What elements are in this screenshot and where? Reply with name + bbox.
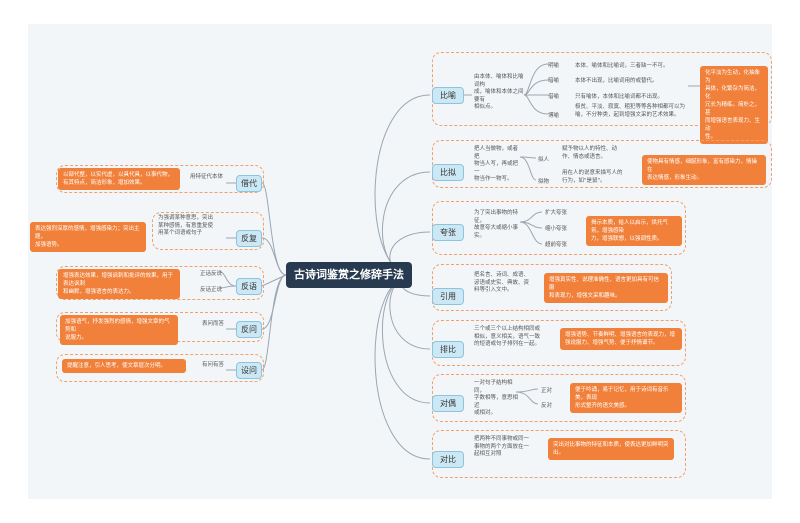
bi-yu-type-text: 本体不出现，比喻词用的或替代。	[575, 78, 658, 84]
bi-ni-type-text: 赋予物以人的特性、动 作、情态或语言。	[562, 146, 618, 160]
kua-zhang-effect: 揭示本质，给人以启示，烘托气氛，增强感染 力，增强联想，以强调性质。	[586, 216, 682, 246]
bi-ni-type-name: 拟人	[538, 157, 550, 163]
yin-yong-definition: 把名言、诗词、成语、 谚语或史实、典故、资 料等引入文中。	[474, 272, 530, 293]
mind-map-canvas	[28, 24, 772, 499]
branch-bi-ni[interactable]: 比拟	[432, 164, 464, 181]
bi-ni-effect: 使物具有情感，细腻形象，富有感染力，情操在 表达情感，形象生动。	[642, 155, 766, 185]
branch-bi-yu[interactable]: 比喻	[432, 87, 464, 104]
branch-jie-dai[interactable]: 借代	[236, 175, 262, 192]
branch-kua-zhang[interactable]: 夸张	[432, 224, 464, 241]
bi-yu-type-name: 博喻	[548, 113, 560, 119]
fan-fu-definition: 为强调某种意思，突出 某种感情，有意重复使 用某个词语或句子	[158, 215, 214, 236]
bi-yu-type-text: 只有喻体，本体和比喻词都不出现。	[575, 94, 664, 100]
jie-dai-effect: 以部代整，以实代虚，以具代具，以事代物， 有其特点，简洁形象，增加效果。	[58, 168, 180, 190]
kua-zhang-type: 超前夸张	[545, 242, 568, 248]
bi-yu-type-name: 借喻	[548, 94, 560, 100]
fan-yu-effect: 增强表达效果，增强讽刺和批评的效果，用于表达讽刺 和幽默，增强语言的表达力。	[58, 269, 180, 299]
fan-yu-type: 正话反说	[200, 271, 223, 277]
bi-yu-effect: 化平淡为生动，化抽象为 具体，化繁杂为简洁，化 冗长为精练。简朴之，甚 而增强语…	[700, 66, 768, 144]
branch-fan-yu[interactable]: 反语	[236, 278, 262, 295]
bi-yu-type-text: 本体、喻体和比喻词，三者缺一不可。	[575, 63, 669, 69]
jie-dai-definition: 用特征代本体	[190, 174, 224, 180]
fan-yu-group	[56, 266, 264, 300]
branch-fan-wen[interactable]: 反问	[236, 321, 262, 338]
dui-bi-effect: 突出对比事物的特征和本质，使表达更加鲜明突出。	[548, 438, 674, 460]
bi-yu-definition: 由本体、喻体和比喻词构 成，喻体和本体之间要有 相似点。	[474, 74, 524, 110]
branch-fan-fu[interactable]: 反复	[236, 230, 262, 247]
yin-yong-group	[432, 264, 672, 311]
bi-yu-type-name: 明喻	[548, 63, 560, 69]
kua-zhang-definition: 为了突出事物的特征， 故意夸大或缩小事 实。	[474, 210, 519, 239]
fan-yu-type: 反话正说	[200, 287, 223, 293]
pai-bi-definition: 三个或三个以上结构相同或 相似，意义相关，语气一致 的短语或句子排列在一起。	[474, 326, 541, 347]
bi-ni-definition: 把人当做物，或者把 物当人写，再或把一 物当作一物写。	[474, 146, 519, 182]
she-wen-group	[56, 354, 264, 382]
jie-dai-group	[56, 165, 264, 193]
branch-pai-bi[interactable]: 排比	[432, 341, 464, 358]
branch-dui-bi[interactable]: 对比	[432, 451, 464, 468]
bi-ni-type-text: 用在人的说意来描写人的 行为，如"是鼠"。	[562, 170, 623, 184]
branch-dui-ou[interactable]: 对偶	[432, 395, 464, 412]
dui-ou-definition: 一对句子结构相同， 字数相等，意思相近 或相对。	[474, 380, 519, 416]
fan-wen-effect: 加强语气，抒发强烈的感情，增强文章的气势和 说服力。	[60, 315, 178, 345]
fan-fu-effect: 表达强烈深厚的感情，增强感染力；突出主题， 加强语势。	[30, 222, 146, 252]
she-wen-definition: 有问有答	[202, 362, 225, 368]
dui-ou-type: 反对	[541, 403, 553, 409]
yin-yong-effect: 增强真实性、说理准确性、语言更加具有可信服 和表现力，增强文采和趣味。	[544, 273, 668, 303]
kua-zhang-type: 缩小夸张	[545, 226, 568, 232]
bi-yu-type-name: 暗喻	[548, 78, 560, 84]
dui-ou-effect: 便于吟诵，易于记忆，用于诗词有音乐美，表现 形式整齐的语文美感。	[570, 383, 682, 413]
branch-yin-yong[interactable]: 引用	[432, 288, 464, 305]
kua-zhang-type: 扩大夸张	[545, 210, 568, 216]
dui-bi-definition: 把两种不同事物或同一 事物的两个方面放在一 起相互对照	[474, 436, 530, 457]
fan-wen-definition: 表问而答	[202, 321, 225, 327]
central-topic[interactable]: 古诗词鉴赏之修辞手法	[286, 262, 412, 288]
pai-bi-effect: 增强语势、节奏鲜明、增强语言的表现力，增 强说服力、增强气势、便于抒情谱节。	[560, 328, 682, 350]
bi-ni-type-name: 拟物	[538, 179, 550, 185]
branch-she-wen[interactable]: 设问	[236, 362, 262, 379]
fan-fu-group	[152, 212, 264, 250]
bi-yu-type-text: 极贫、平淡、寂寞、粗犯等等各种相都可以为 喻，不分种类，起到增强文采的艺术效果。	[575, 104, 686, 118]
she-wen-effect: 提醒注意，引人思考，使文章层次分明。	[62, 359, 186, 373]
dui-ou-type: 正对	[541, 388, 553, 394]
